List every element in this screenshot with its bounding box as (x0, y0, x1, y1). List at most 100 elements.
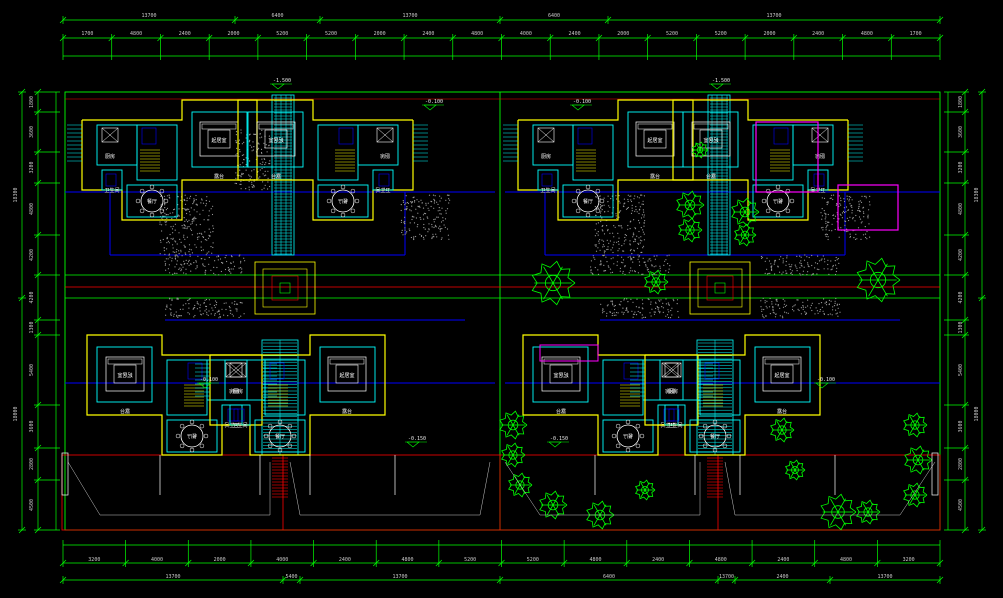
dim-bottom-detail: 2400 (777, 557, 789, 563)
tree-branch (512, 414, 520, 426)
tree-branch (552, 266, 563, 284)
bath-fixture (668, 408, 680, 422)
tree-branch (699, 143, 704, 151)
dining-table (140, 189, 164, 213)
chair (340, 184, 346, 190)
room-label-dining: 餐厅 (338, 198, 348, 205)
tree (691, 141, 709, 159)
bath-fixture (623, 362, 639, 380)
chair (775, 212, 781, 218)
dim-left: 3200 (29, 161, 35, 173)
dim-bottom-detail: 4800 (715, 557, 727, 563)
dining-table (616, 424, 640, 448)
fixture (376, 127, 394, 143)
sofa (762, 356, 802, 392)
tree-branch (519, 484, 526, 495)
chair (277, 447, 283, 453)
chair (149, 184, 155, 190)
chair (189, 447, 195, 453)
sofa-back (107, 358, 143, 365)
sofa-back (258, 123, 294, 130)
room-label-terrace: 露台 (120, 408, 130, 415)
room-label-living: 起居室 (703, 137, 718, 144)
tree-branch (655, 272, 662, 283)
tree-branch (599, 504, 607, 516)
dim-right: 3200 (958, 161, 964, 173)
chair (179, 423, 185, 429)
bath-fixture (813, 173, 825, 187)
tree-branch (696, 149, 701, 157)
dim-bottom-overall: 5400 (285, 574, 297, 580)
fixture-x (376, 127, 394, 143)
dim-bottom-overall: 13700 (877, 574, 892, 580)
gravel-hatch (159, 129, 871, 319)
tree-branch (794, 462, 800, 471)
fixture-x (101, 127, 119, 143)
tree-branch (655, 281, 662, 292)
tree-branch (781, 420, 788, 431)
dim-left-overall: 18300 (13, 187, 19, 202)
dim-bottom-overall: 13700 (719, 574, 734, 580)
site-boundary (61, 91, 941, 531)
chair (775, 184, 781, 190)
dim-top-overall: 13700 (141, 13, 156, 19)
bath-fixture (704, 362, 720, 380)
chair (726, 433, 732, 439)
highlight-room (837, 184, 899, 231)
chair (635, 423, 641, 429)
tree-branch (790, 469, 796, 478)
sofa-back (764, 358, 800, 365)
dim-right: 1300 (958, 321, 964, 333)
tree-branch (776, 429, 783, 440)
room-label-kitchen: 厨房 (380, 153, 390, 160)
tree-branch (744, 234, 751, 244)
dim-left-overall: 18000 (13, 406, 19, 421)
tree (856, 499, 881, 525)
chair (761, 198, 767, 204)
fixture-x (661, 362, 679, 378)
tree-branch (790, 462, 796, 471)
tree-branch (911, 459, 919, 471)
sofa (256, 121, 296, 157)
dimension-right (944, 88, 986, 534)
dim-top-detail: 2400 (422, 31, 434, 37)
tree-branch (914, 415, 921, 426)
dim-bottom-detail: 3200 (903, 557, 915, 563)
tree (856, 257, 901, 303)
tree-branch (644, 489, 650, 498)
tree-branch (862, 502, 869, 513)
inner-wall (664, 404, 686, 426)
chair (625, 447, 631, 453)
tree-branch (640, 489, 646, 498)
room-label-living: 起居室 (774, 372, 789, 379)
room-label-terrace: 露台 (342, 408, 352, 415)
tree-branch (877, 279, 888, 297)
tree (770, 417, 795, 443)
tree-branch (650, 272, 657, 283)
dim-bottom-detail: 5200 (464, 557, 476, 563)
tree (904, 445, 933, 475)
tree-branch (512, 454, 519, 465)
tree-branch (599, 514, 607, 526)
bath-fixture (141, 127, 157, 145)
dim-top-detail: 5200 (276, 31, 288, 37)
room-label-terrace: 露台 (214, 173, 224, 180)
sofa (635, 121, 675, 157)
sofa-back (201, 123, 237, 130)
tree-branch (867, 511, 874, 522)
inner-wall (372, 169, 394, 191)
level-value: -0.150 (408, 436, 426, 442)
chair (340, 212, 346, 218)
dim-bottom-detail: 4800 (589, 557, 601, 563)
bath-fixture (269, 362, 285, 380)
chair (287, 423, 293, 429)
chair (702, 443, 708, 449)
inner-wall (319, 346, 376, 403)
dim-bottom-detail: 5200 (527, 557, 539, 563)
grid-axes (65, 191, 940, 384)
inner-wall (532, 346, 589, 403)
inner-wall (191, 111, 248, 168)
dim-top-detail: 4800 (471, 31, 483, 37)
